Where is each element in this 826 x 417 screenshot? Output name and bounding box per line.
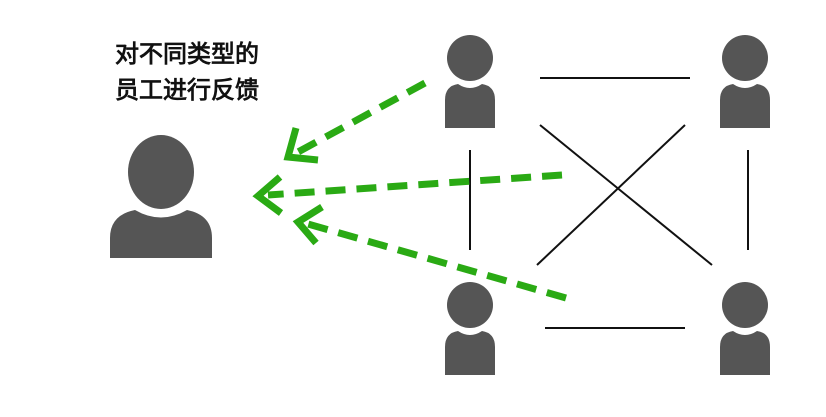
line-diagonal-1	[539, 124, 713, 266]
feedback-arrow-1	[283, 79, 427, 164]
diagram-title: 对不同类型的 员工进行反馈	[92, 36, 282, 108]
employee-bottom-left-person-icon	[445, 282, 495, 375]
network-lines	[469, 77, 749, 329]
manager-person-icon	[110, 135, 212, 258]
employee-top-left-person-icon	[445, 35, 495, 128]
feedback-arrow-3	[292, 204, 567, 302]
employee-bottom-right-person-icon	[720, 282, 770, 375]
line-diagonal-2	[536, 124, 686, 266]
employee-top-right-person-icon	[720, 35, 770, 128]
title-line-2: 员工进行反馈	[115, 76, 259, 104]
title-line-1: 对不同类型的	[115, 40, 259, 68]
feedback-arrow-2	[252, 171, 563, 216]
